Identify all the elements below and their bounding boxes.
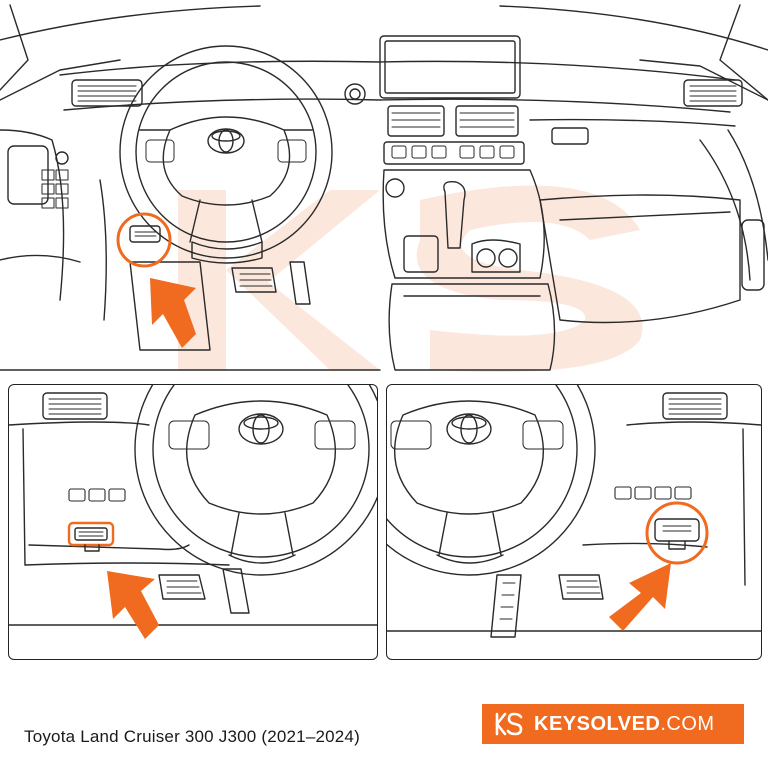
detail-panel-right bbox=[386, 384, 762, 660]
orange-circle-highlight bbox=[116, 212, 172, 268]
orange-circle-highlight bbox=[645, 501, 709, 565]
toyota-emblem-icon bbox=[238, 413, 284, 445]
orange-arrow-icon bbox=[107, 571, 159, 639]
brand-name-bold: KEYSOLVED bbox=[534, 712, 661, 735]
toyota-emblem-icon bbox=[207, 128, 245, 154]
detail-panel-left bbox=[8, 384, 378, 660]
vehicle-caption: Toyota Land Cruiser 300 J300 (2021–2024) bbox=[24, 727, 360, 746]
orange-arrow-icon bbox=[150, 278, 196, 348]
toyota-emblem-icon bbox=[446, 413, 492, 445]
brand-name: KEYSOLVED.COM bbox=[534, 713, 715, 736]
brand-name-suffix: .COM bbox=[660, 712, 715, 735]
dashboard-overview-panel bbox=[0, 0, 768, 378]
obd-port-icon bbox=[654, 518, 700, 550]
brand-logo-icon bbox=[495, 712, 523, 736]
watermark-logo bbox=[178, 185, 643, 372]
orange-arrow-icon bbox=[609, 563, 671, 631]
brand-banner: KEYSOLVED.COM bbox=[482, 704, 744, 744]
obd-port-icon bbox=[129, 225, 161, 243]
obd-port-icon bbox=[67, 521, 115, 552]
